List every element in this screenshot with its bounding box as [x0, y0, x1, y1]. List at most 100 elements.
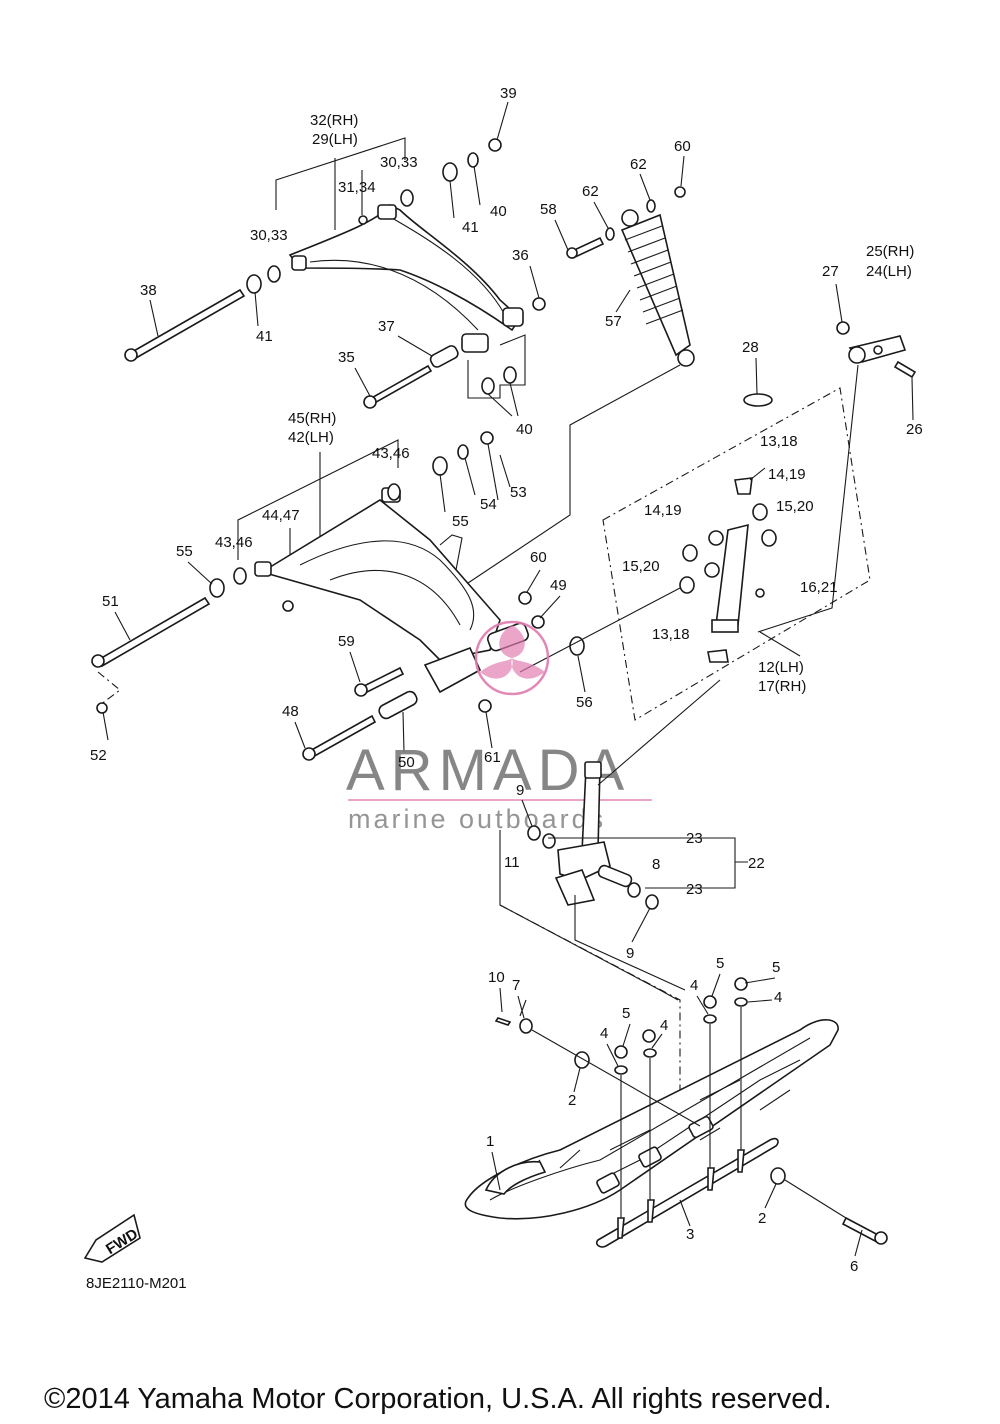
callout-label: 4: [600, 1025, 608, 1042]
ski-block: [596, 1172, 620, 1194]
spindle-spline: [584, 761, 602, 779]
shock-absorber-group: [419, 186, 695, 616]
callout-label: 29(LH): [312, 131, 358, 148]
callout-label: 4: [660, 1017, 668, 1034]
nut-39: [488, 138, 502, 152]
bolt-head: [302, 747, 316, 761]
bolt-35: [366, 364, 433, 407]
arm-end-bushing: [502, 307, 524, 327]
callout-label: 15,20: [622, 558, 660, 575]
callout-label: 5: [772, 959, 780, 976]
leader: [402, 711, 405, 753]
stud-lines: [620, 1007, 742, 1218]
leader: [749, 467, 766, 481]
washer-40: [481, 377, 495, 395]
callout-label: 31,34: [338, 179, 376, 196]
callout-label: 42(LH): [288, 429, 334, 446]
callout-label: 51: [102, 593, 119, 610]
callout-label: 16,21: [800, 579, 838, 596]
callout-leaders: [102, 101, 914, 1257]
nut-60: [518, 591, 532, 605]
boss: [708, 530, 724, 546]
callout-label: 61: [484, 749, 501, 766]
callout-label: 15,20: [776, 498, 814, 515]
callout-label: 52: [90, 747, 107, 764]
callout-label: 60: [530, 549, 547, 566]
callout-label: 40: [516, 421, 533, 438]
bolt-head: [874, 1231, 888, 1245]
watermark-logo-propeller: [480, 625, 545, 679]
bolt-head: [124, 348, 138, 362]
callout-label: 8: [652, 856, 660, 873]
bushing-13: [734, 477, 753, 495]
callout-label: 43,46: [372, 445, 410, 462]
washer-41: [246, 274, 262, 294]
bolt-38: [130, 288, 246, 360]
diagram-code: 8JE2110-M201: [86, 1275, 187, 1292]
callout-label: 2: [758, 1210, 766, 1227]
bolt-head: [91, 654, 105, 668]
collar-50: [378, 690, 418, 720]
cap-28: [743, 393, 773, 407]
nut-49: [531, 615, 545, 629]
nut-5: [614, 1045, 628, 1059]
arm-hole: [873, 345, 883, 355]
spindle-group: [499, 679, 748, 1090]
bolt-head: [354, 683, 368, 697]
washer-9: [645, 894, 659, 910]
callout-label: 11: [504, 854, 520, 871]
callout-label: 48: [282, 703, 299, 720]
callout-label: 37: [378, 318, 395, 335]
fitting-52: [96, 702, 108, 714]
nut-5: [642, 1029, 656, 1043]
watermark-tagline: marine outboards: [348, 804, 606, 834]
collar-30: [400, 189, 414, 207]
leader: [759, 631, 801, 657]
ski-block: [688, 1115, 714, 1139]
callout-label: 62: [630, 156, 647, 173]
callout-label: 26: [906, 421, 923, 438]
bushing-23: [542, 833, 556, 849]
callout-label: 24(LH): [866, 263, 912, 280]
callout-label: 14,19: [644, 502, 682, 519]
washer-40: [503, 366, 517, 384]
callout-label: 53: [510, 484, 527, 501]
collar-43: [233, 567, 247, 585]
washer-4: [703, 1014, 717, 1024]
callout-label: 23: [686, 830, 703, 847]
axis-line: [531, 1029, 847, 1219]
nut-60: [674, 186, 686, 198]
callout-label: 4: [690, 977, 698, 994]
collar-37: [429, 345, 459, 368]
callout-label: 2: [568, 1092, 576, 1109]
bushing-13b: [707, 649, 729, 663]
bracket-line: [467, 334, 526, 399]
bolt-8: [597, 864, 633, 888]
shock-eye: [621, 209, 639, 227]
leader: [419, 364, 681, 616]
callout-label: 28: [742, 339, 759, 356]
fwd-arrow: [83, 1213, 141, 1263]
bracket-line: [275, 137, 406, 230]
pin-10: [494, 1017, 512, 1026]
kingpin-group: [602, 387, 871, 721]
spindle-shaft: [581, 765, 601, 853]
callout-label: 7: [512, 977, 520, 994]
callout-label: 30,33: [250, 227, 288, 244]
callout-label: 14,19: [768, 466, 806, 483]
arm-bushing: [291, 255, 307, 271]
runner-studs: [617, 1149, 745, 1239]
shock-eye: [677, 349, 695, 367]
washer-54: [457, 444, 469, 460]
callout-label: 5: [622, 1005, 630, 1022]
watermark-brand: ARMADA: [346, 738, 630, 803]
washer-40: [467, 152, 479, 168]
ski-tip: [484, 1160, 547, 1195]
callout-label: 40: [490, 203, 507, 220]
ski-group: [464, 977, 888, 1248]
shock-spring: [624, 225, 684, 325]
callout-label: 50: [398, 754, 415, 771]
callout-label: 60: [674, 138, 691, 155]
boss: [704, 562, 720, 578]
arm-detail: [309, 217, 506, 331]
